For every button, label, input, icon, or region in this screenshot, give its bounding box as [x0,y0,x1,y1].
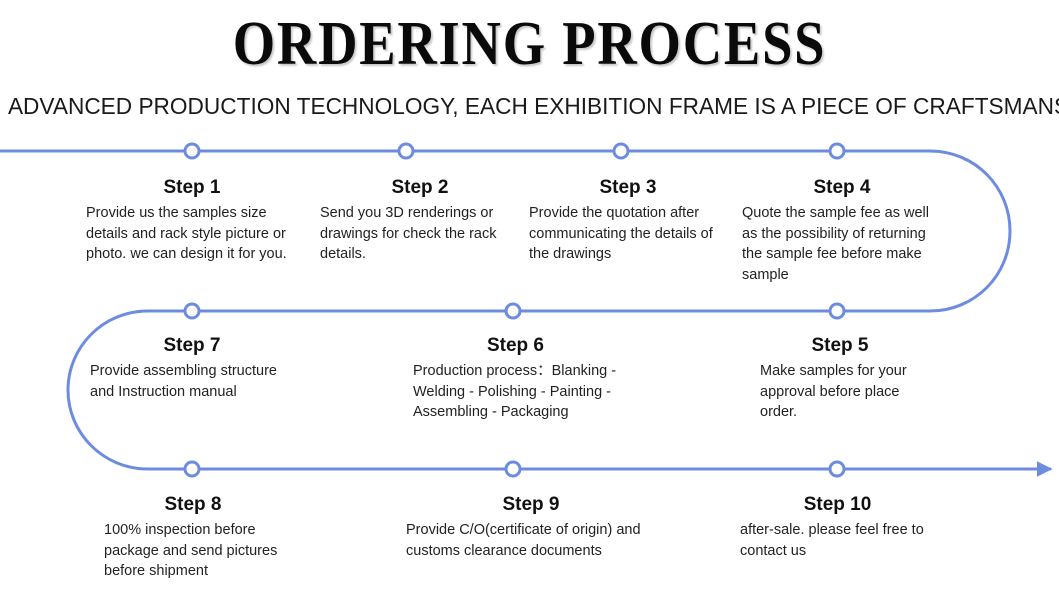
step-6-description: Production process：Blanking - Welding - … [413,363,617,420]
step-4-description: Quote the sample fee as well as the poss… [742,205,929,283]
node-step-10[interactable] [828,460,846,478]
step-3-description: Provide the quotation after communicatin… [529,205,713,262]
step-7-title: Step 7 [163,335,221,356]
step-9-description: Provide C/O(certificate of origin) and c… [406,522,641,559]
node-step-1[interactable] [183,142,201,160]
page-subtitle: ADVANCED PRODUCTION TECHNOLOGY, EACH EXH… [7,93,1059,119]
step-1-description: Provide us the samples size details and … [86,205,287,262]
step-card-3[interactable]: Step 3 Provide the quotation after commu… [529,176,727,265]
step-10-title: Step 10 [803,494,872,515]
node-step-6[interactable] [504,302,522,320]
step-2-title: Step 2 [391,177,449,198]
step-card-7[interactable]: Step 7 Provide assembling structure and … [90,334,294,402]
step-10-description: after-sale. please feel free to contact … [740,522,924,559]
step-card-1[interactable]: Step 1 Provide us the samples size detai… [86,176,298,265]
step-9-title: Step 9 [502,494,560,515]
step-3-title: Step 3 [599,177,657,198]
node-step-9[interactable] [504,460,522,478]
step-1-title: Step 1 [163,177,221,198]
step-card-5[interactable]: Step 5 Make samples for your approval be… [760,334,920,423]
step-4-title: Step 4 [813,177,871,198]
node-step-2[interactable] [397,142,415,160]
step-card-9[interactable]: Step 9 Provide C/O(certificate of origin… [406,493,656,561]
step-2-description: Send you 3D renderings or drawings for c… [320,205,497,262]
step-8-description: 100% inspection before package and send … [104,522,278,579]
step-6-title: Step 6 [486,335,545,356]
node-step-5[interactable] [828,302,846,320]
step-card-10[interactable]: Step 10 after-sale. please feel free to … [740,493,935,561]
step-card-2[interactable]: Step 2 Send you 3D renderings or drawing… [320,176,520,265]
step-5-description: Make samples for your approval before pl… [760,363,907,420]
step-8-title: Step 8 [164,494,222,515]
step-7-description: Provide assembling structure and Instruc… [90,363,277,400]
node-step-8[interactable] [183,460,201,478]
step-card-4[interactable]: Step 4 Quote the sample fee as well as t… [742,176,942,285]
step-card-6[interactable]: Step 6 Production process：Blanking - Wel… [413,334,618,423]
node-step-7[interactable] [183,302,201,320]
page-title: ORDERING PROCESS [232,10,827,78]
node-step-3[interactable] [612,142,630,160]
node-step-4[interactable] [828,142,846,160]
step-card-8[interactable]: Step 8 100% inspection before package an… [104,493,282,582]
step-5-title: Step 5 [811,335,869,356]
